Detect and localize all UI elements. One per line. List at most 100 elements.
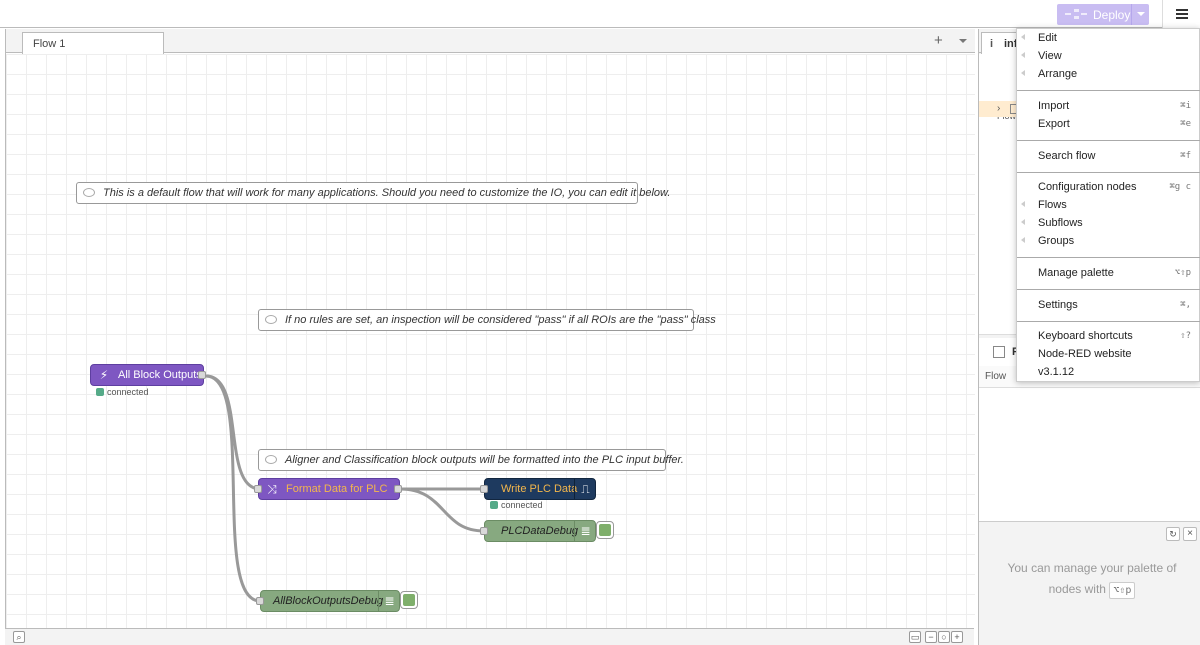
menu-item-configuration-nodes[interactable]: Configuration nodes⌘g c <box>1038 181 1191 193</box>
palette-tip-line1: You can manage your palette of <box>1007 561 1177 575</box>
refresh-icon[interactable]: ↻ <box>1166 527 1180 541</box>
menu-item-flows[interactable]: Flows <box>1017 196 1200 214</box>
hamburger-icon <box>1176 9 1188 11</box>
lower-panel-tab-label: Flow <box>985 371 1007 382</box>
submenu-caret-icon <box>1021 34 1025 40</box>
output-port[interactable] <box>198 371 206 379</box>
comment-text: Aligner and Classification block outputs… <box>285 454 684 466</box>
menu-divider <box>1017 90 1200 91</box>
menu-item-search-flow[interactable]: Search flow⌘f <box>1038 150 1191 162</box>
list-icon: ≣ <box>574 521 596 541</box>
menu-divider <box>1017 140 1200 141</box>
submenu-caret-icon <box>1021 201 1025 207</box>
tab-list-chevron-down-icon[interactable] <box>959 39 967 43</box>
info-icon: i <box>990 38 994 50</box>
pulse-icon: ⎍ <box>574 479 596 499</box>
debug-toggle-button[interactable] <box>400 591 418 609</box>
input-port[interactable] <box>256 597 264 605</box>
menu-divider <box>1017 257 1200 258</box>
status-text: connected <box>107 387 149 397</box>
node-all-block-outputs[interactable]: ⚡ All Block Outputs <box>90 364 206 386</box>
workspace-footer: ⌕ ▭ − ○ + <box>5 628 974 645</box>
node-all-block-outputs-debug[interactable]: AllBlockOutputsDebug ≣ <box>256 590 400 612</box>
search-icon[interactable]: ⌕ <box>13 631 25 643</box>
menu-item-settings[interactable]: Settings⌘, <box>1038 299 1191 311</box>
deploy-icon <box>1065 9 1087 19</box>
comment-node-default-flow[interactable]: This is a default flow that will work fo… <box>76 182 670 204</box>
shuffle-icon: ⤨ <box>267 482 277 496</box>
menu-item-arrange[interactable]: Arrange <box>1017 65 1200 83</box>
chevron-right-icon: › <box>997 103 1001 114</box>
submenu-caret-icon <box>1021 237 1025 243</box>
add-flow-icon[interactable]: + <box>934 32 943 49</box>
palette-tip-text: You can manage your palette of nodes wit… <box>999 558 1185 600</box>
node-plc-data-debug[interactable]: PLCDataDebug ≣ <box>480 520 596 542</box>
workspace: Flow 1 + This is a default flow that wil… <box>5 29 975 629</box>
flow-canvas[interactable]: This is a default flow that will work fo… <box>6 54 975 629</box>
submenu-caret-icon <box>1021 52 1025 58</box>
zoom-in-icon[interactable]: + <box>951 631 963 643</box>
workspace-tabs: Flow 1 + <box>6 29 975 54</box>
node-label: Format Data for PLC <box>286 483 388 495</box>
tab-label: Flow 1 <box>33 38 66 50</box>
menu-item-keyboard-shortcuts[interactable]: Keyboard shortcuts⇧? <box>1038 330 1191 342</box>
close-icon[interactable]: × <box>1183 527 1197 541</box>
zoom-reset-icon[interactable]: ○ <box>938 631 950 643</box>
menu-item-subflows[interactable]: Subflows <box>1017 214 1200 232</box>
lightning-icon: ⚡ <box>99 368 109 382</box>
comment-icon <box>83 188 95 197</box>
input-port[interactable] <box>254 485 262 493</box>
output-port[interactable] <box>394 485 402 493</box>
menu-item-export[interactable]: Export⌘e <box>1038 118 1191 130</box>
node-label: AllBlockOutputsDebug <box>273 595 384 607</box>
input-port[interactable] <box>480 527 488 535</box>
node-label: PLCDataDebug <box>501 525 579 537</box>
wires-layer <box>205 374 485 603</box>
comment-node-pass-rules[interactable]: If no rules are set, an inspection will … <box>258 309 716 331</box>
menu-item-import[interactable]: Import⌘i <box>1038 100 1191 112</box>
palette-tip-panel: ↻ × You can manage your palette of nodes… <box>979 521 1200 645</box>
status-dot-icon <box>490 501 498 509</box>
debug-toggle-button[interactable] <box>596 521 614 539</box>
lower-panel-title: F <box>1012 346 1019 358</box>
menu-item-edit[interactable]: Edit <box>1017 29 1200 47</box>
main-menu-dropdown: Edit View Arrange Import⌘i Export⌘e Sear… <box>1016 28 1200 382</box>
node-format-data-for-plc[interactable]: ⤨ Format Data for PLC <box>254 478 402 500</box>
comment-node-aligner-output[interactable]: Aligner and Classification block outputs… <box>258 449 684 471</box>
menu-divider <box>1017 289 1200 290</box>
header-bar: Deploy <box>0 0 1200 28</box>
navigator-icon[interactable]: ▭ <box>909 631 921 643</box>
wire-format-to-plcdebug <box>399 487 485 533</box>
wire-outputs-to-debug <box>205 374 261 603</box>
deploy-button[interactable]: Deploy <box>1057 4 1149 25</box>
deploy-options-chevron-icon[interactable] <box>1131 4 1149 25</box>
menu-divider <box>1017 321 1200 322</box>
node-write-plc-data[interactable]: Write PLC Data ⎍ <box>480 478 596 500</box>
menu-divider <box>1017 172 1200 173</box>
menu-item-version: v3.1.12 <box>1038 366 1075 378</box>
palette-shortcut-kbd: ⌥⇧p <box>1109 582 1136 599</box>
comment-text: If no rules are set, an inspection will … <box>285 314 716 326</box>
list-icon: ≣ <box>378 591 400 611</box>
palette-tip-line2: nodes with <box>1048 582 1106 596</box>
menu-item-manage-palette[interactable]: Manage palette⌥⇧p <box>1038 267 1191 279</box>
submenu-caret-icon <box>1021 70 1025 76</box>
node-label: All Block Outputs <box>118 369 202 381</box>
node-label: Write PLC Data <box>501 483 578 495</box>
comment-icon <box>265 455 277 464</box>
main-menu-button[interactable] <box>1162 0 1200 28</box>
menu-item-groups[interactable]: Groups <box>1017 232 1200 250</box>
menu-item-view[interactable]: View <box>1017 47 1200 65</box>
tab-flow-1[interactable]: Flow 1 <box>22 32 164 54</box>
menu-item-node-red-website[interactable]: Node-RED website <box>1038 348 1132 360</box>
help-book-icon <box>993 346 1005 358</box>
input-port[interactable] <box>480 485 488 493</box>
deploy-label: Deploy <box>1093 8 1131 22</box>
submenu-caret-icon <box>1021 219 1025 225</box>
tab-info-label: inf <box>1004 38 1018 50</box>
zoom-out-icon[interactable]: − <box>925 631 937 643</box>
status-text: connected <box>501 500 543 510</box>
node-status: connected <box>490 500 543 510</box>
status-dot-icon <box>96 388 104 396</box>
node-status: connected <box>96 387 149 397</box>
